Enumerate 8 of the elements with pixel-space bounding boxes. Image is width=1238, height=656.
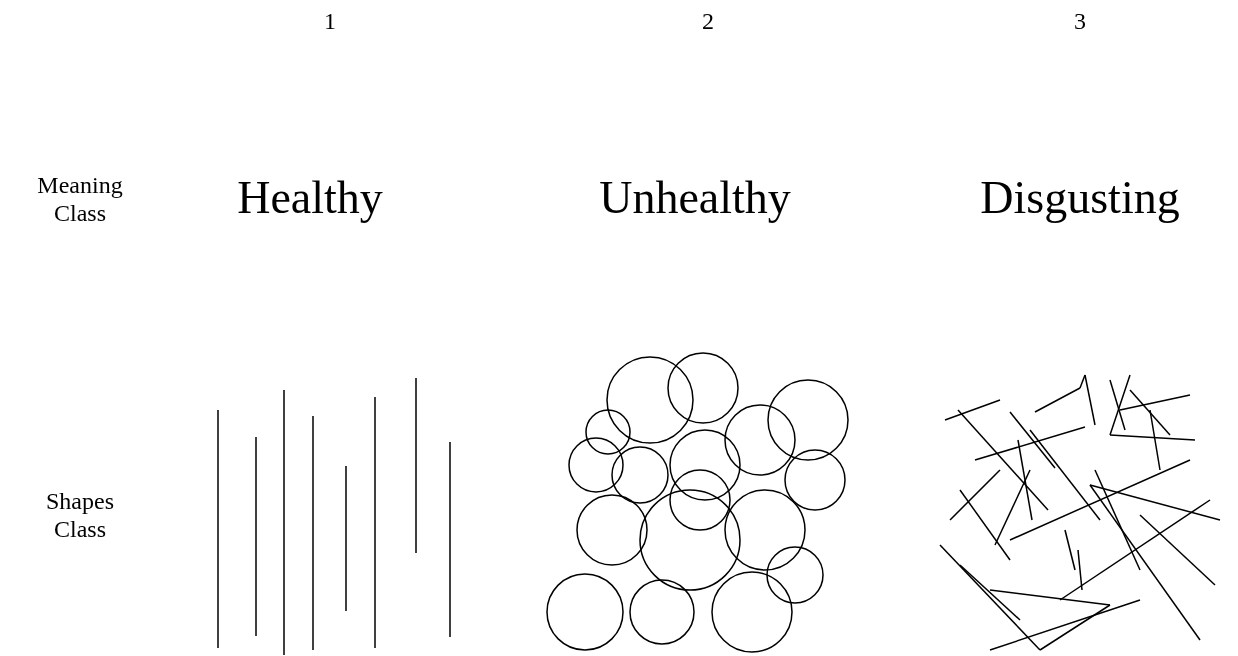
- row-label: Meaning Class: [36, 172, 124, 228]
- class-word: Disgusting: [979, 172, 1181, 225]
- column-number: 2: [701, 8, 715, 36]
- row-label: Shapes Class: [45, 488, 115, 544]
- class-word: Unhealthy: [598, 172, 792, 225]
- class-word: Healthy: [236, 172, 384, 225]
- column-number: 1: [323, 8, 337, 36]
- column-number: 3: [1073, 8, 1087, 36]
